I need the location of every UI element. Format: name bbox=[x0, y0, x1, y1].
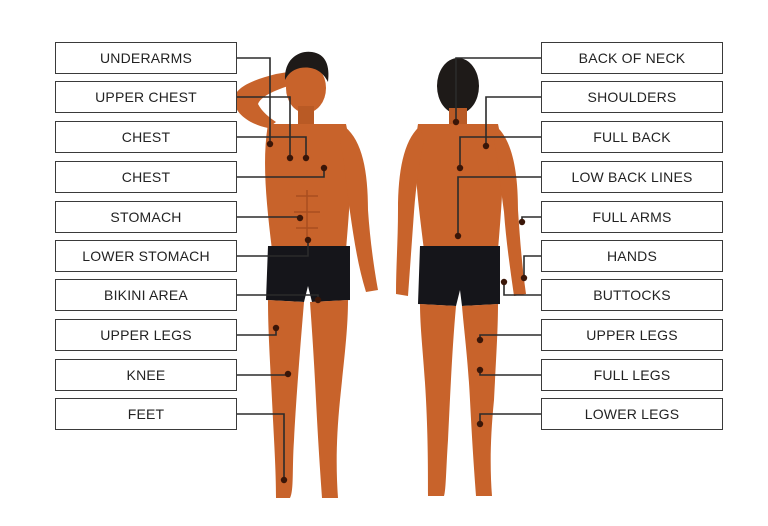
connector-line-right bbox=[455, 57, 541, 122]
connector-line-right bbox=[457, 176, 541, 236]
connector-line-right bbox=[459, 136, 541, 168]
front-hanging-arm bbox=[340, 126, 378, 292]
label-upper-chest: UPPER CHEST bbox=[55, 81, 237, 113]
back-right-leg bbox=[462, 304, 498, 496]
back-shorts bbox=[418, 246, 500, 306]
label-low-back-lines: LOW BACK LINES bbox=[541, 161, 723, 193]
label-underarms: UNDERARMS bbox=[55, 42, 237, 74]
label-upper-legs: UPPER LEGS bbox=[55, 319, 237, 351]
connector-dot-left bbox=[320, 164, 328, 172]
front-torso bbox=[265, 124, 351, 250]
connector-lines bbox=[237, 57, 541, 484]
front-left-leg bbox=[268, 300, 304, 498]
label-buttocks: BUTTOCKS bbox=[541, 279, 723, 311]
back-right-arm bbox=[494, 126, 526, 296]
label-chest: CHEST bbox=[55, 121, 237, 153]
connector-dot-left bbox=[302, 154, 310, 162]
connector-line-left bbox=[237, 57, 271, 144]
connector-dot-left bbox=[272, 324, 280, 332]
label-bikini-area: BIKINI AREA bbox=[55, 279, 237, 311]
connector-dot-right bbox=[452, 118, 460, 126]
label-upper-legs-back: UPPER LEGS bbox=[541, 319, 723, 351]
connector-line-right bbox=[479, 413, 541, 424]
connector-line-right bbox=[503, 282, 541, 296]
connector-dot-left bbox=[280, 476, 288, 484]
connector-dot-left bbox=[266, 140, 274, 148]
connector-dot-left bbox=[284, 370, 292, 378]
front-raised-arm bbox=[234, 70, 300, 128]
label-full-legs: FULL LEGS bbox=[541, 359, 723, 391]
label-full-back: FULL BACK bbox=[541, 121, 723, 153]
label-knee: KNEE bbox=[55, 359, 237, 391]
connector-dot-right bbox=[456, 164, 464, 172]
connector-dot-left bbox=[314, 296, 322, 304]
connector-dot-left bbox=[296, 214, 304, 222]
connector-dot-right bbox=[500, 278, 508, 286]
label-lower-stomach: LOWER STOMACH bbox=[55, 240, 237, 272]
front-head bbox=[286, 63, 326, 113]
front-shorts bbox=[266, 246, 350, 302]
front-hair bbox=[284, 51, 329, 82]
connector-dot-right bbox=[476, 336, 484, 344]
connector-line-left bbox=[237, 136, 307, 158]
label-feet: FEET bbox=[55, 398, 237, 430]
back-figure bbox=[396, 58, 526, 496]
connector-dot-left bbox=[286, 154, 294, 162]
label-back-of-neck: BACK OF NECK bbox=[541, 42, 723, 74]
label-full-arms: FULL ARMS bbox=[541, 201, 723, 233]
connector-line-right bbox=[523, 255, 541, 278]
label-lower-legs: LOWER LEGS bbox=[541, 398, 723, 430]
back-torso bbox=[415, 124, 503, 250]
connector-dot-left bbox=[304, 236, 312, 244]
label-hands: HANDS bbox=[541, 240, 723, 272]
label-shoulders: SHOULDERS bbox=[541, 81, 723, 113]
front-neck bbox=[298, 106, 314, 124]
connector-dot-right bbox=[476, 366, 484, 374]
back-left-leg bbox=[420, 304, 456, 496]
label-stomach: STOMACH bbox=[55, 201, 237, 233]
front-figure bbox=[234, 51, 378, 498]
front-right-leg bbox=[310, 300, 348, 498]
connector-dot-right bbox=[518, 218, 526, 226]
connector-dot-right bbox=[520, 274, 528, 282]
front-abs bbox=[294, 190, 320, 240]
connector-dot-right bbox=[482, 142, 490, 150]
connector-line-right bbox=[485, 96, 541, 146]
back-head bbox=[437, 58, 479, 114]
back-left-arm bbox=[396, 126, 424, 296]
connector-line-left bbox=[237, 240, 309, 257]
connector-dot-right bbox=[476, 420, 484, 428]
connector-dot-right bbox=[454, 232, 462, 240]
connector-line-left bbox=[237, 413, 285, 480]
label-chest-2: CHEST bbox=[55, 161, 237, 193]
